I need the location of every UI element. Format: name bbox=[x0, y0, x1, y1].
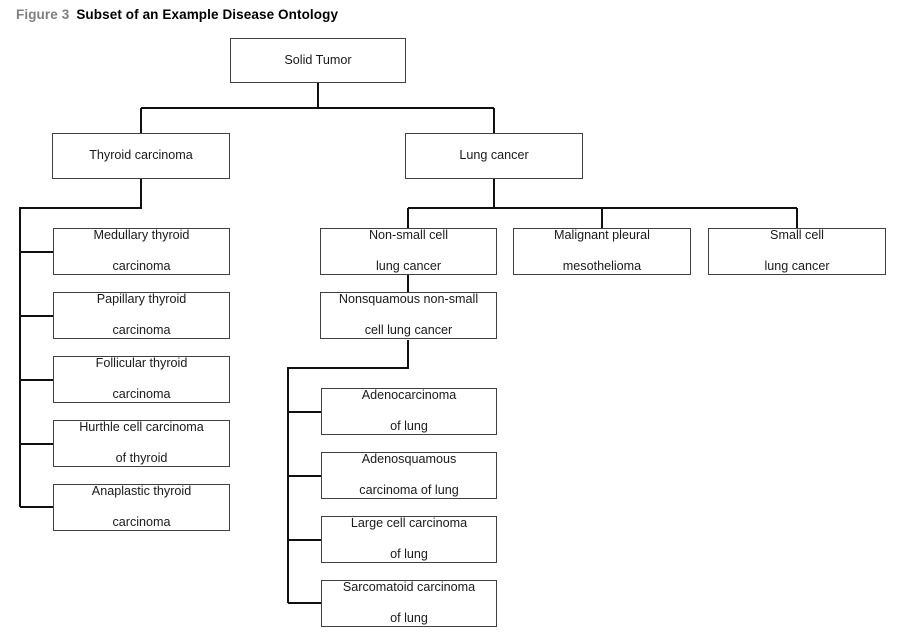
node-follicular-thyroid-carcinoma[interactable]: Follicular thyroid carcinoma bbox=[53, 356, 230, 403]
node-anaplastic-thyroid-carcinoma[interactable]: Anaplastic thyroid carcinoma bbox=[53, 484, 230, 531]
node-label-line2: lung cancer bbox=[375, 259, 442, 274]
figure-caption: Figure 3 Subset of an Example Disease Ont… bbox=[16, 7, 338, 23]
node-label-line2: carcinoma of lung bbox=[359, 483, 459, 498]
node-label: Adenosquamous carcinoma of lung bbox=[359, 452, 458, 499]
node-label: Small cell lung cancer bbox=[764, 228, 829, 275]
node-thyroid-carcinoma[interactable]: Thyroid carcinoma bbox=[52, 133, 230, 179]
node-label-line2: of thyroid bbox=[115, 451, 168, 466]
node-papillary-thyroid-carcinoma[interactable]: Papillary thyroid carcinoma bbox=[53, 292, 230, 339]
node-sarcomatoid-carcinoma-of-lung[interactable]: Sarcomatoid carcinoma of lung bbox=[321, 580, 497, 627]
node-adenosquamous-carcinoma-of-lung[interactable]: Adenosquamous carcinoma of lung bbox=[321, 452, 497, 499]
node-label: Thyroid carcinoma bbox=[89, 148, 193, 163]
node-label: Hurthle cell carcinoma of thyroid bbox=[79, 420, 204, 467]
node-label-line2: carcinoma bbox=[112, 515, 171, 530]
node-label-line1: Non-small cell bbox=[368, 228, 449, 243]
node-label-line1: Anaplastic thyroid bbox=[91, 484, 192, 499]
node-label-line1: Papillary thyroid bbox=[96, 292, 187, 307]
node-label: Anaplastic thyroid carcinoma bbox=[92, 484, 191, 531]
figure-label: Figure 3 bbox=[16, 7, 70, 22]
node-label-line1: Nonsquamous non-small bbox=[338, 292, 479, 307]
node-small-cell-lung-cancer[interactable]: Small cell lung cancer bbox=[708, 228, 886, 275]
node-label-line1: Large cell carcinoma bbox=[350, 516, 468, 531]
node-large-cell-carcinoma-of-lung[interactable]: Large cell carcinoma of lung bbox=[321, 516, 497, 563]
node-hurthle-cell-carcinoma-of-thyroid[interactable]: Hurthle cell carcinoma of thyroid bbox=[53, 420, 230, 467]
node-label-line1: Adenocarcinoma bbox=[361, 388, 457, 403]
node-non-small-cell-lung-cancer[interactable]: Non-small cell lung cancer bbox=[320, 228, 497, 275]
node-label-line2: carcinoma bbox=[112, 387, 171, 402]
node-label-line1: Hurthle cell carcinoma bbox=[79, 420, 204, 435]
node-label: Follicular thyroid carcinoma bbox=[96, 356, 188, 403]
node-label: Non-small cell lung cancer bbox=[369, 228, 448, 275]
node-label-line2: carcinoma bbox=[112, 259, 171, 274]
node-label-line1: Sarcomatoid carcinoma bbox=[342, 580, 476, 595]
node-label: Lung cancer bbox=[459, 148, 529, 163]
node-label-line2: cell lung cancer bbox=[364, 323, 453, 338]
node-medullary-thyroid-carcinoma[interactable]: Medullary thyroid carcinoma bbox=[53, 228, 230, 275]
node-malignant-pleural-mesothelioma[interactable]: Malignant pleural mesothelioma bbox=[513, 228, 691, 275]
node-label: Malignant pleural mesothelioma bbox=[554, 228, 650, 275]
node-label-line2: of lung bbox=[390, 419, 428, 434]
node-label: Large cell carcinoma of lung bbox=[351, 516, 467, 563]
node-label-line1: Adenosquamous bbox=[361, 452, 457, 467]
node-nonsquamous-non-small-cell-lung-cancer[interactable]: Nonsquamous non-small cell lung cancer bbox=[320, 292, 497, 339]
node-label-line2: mesothelioma bbox=[562, 259, 642, 274]
node-label: Adenocarcinoma of lung bbox=[362, 388, 457, 435]
figure-title: Subset of an Example Disease Ontology bbox=[76, 7, 339, 22]
node-label: Papillary thyroid carcinoma bbox=[97, 292, 187, 339]
node-label: Sarcomatoid carcinoma of lung bbox=[343, 580, 475, 627]
node-label-line2: carcinoma bbox=[112, 323, 171, 338]
node-label: Medullary thyroid carcinoma bbox=[94, 228, 190, 275]
node-label-line1: Small cell bbox=[770, 228, 824, 243]
node-label: Solid Tumor bbox=[284, 52, 352, 67]
node-label-line1: Follicular thyroid bbox=[95, 356, 188, 371]
node-adenocarcinoma-of-lung[interactable]: Adenocarcinoma of lung bbox=[321, 388, 497, 435]
node-label-line2: of lung bbox=[390, 547, 428, 562]
node-label: Nonsquamous non-small cell lung cancer bbox=[339, 292, 478, 339]
node-lung-cancer[interactable]: Lung cancer bbox=[405, 133, 583, 179]
node-label-line1: Medullary thyroid bbox=[93, 228, 190, 243]
node-solid-tumor[interactable]: Solid Tumor bbox=[230, 38, 406, 83]
node-label-line2: of lung bbox=[390, 611, 428, 626]
node-label-line2: lung cancer bbox=[764, 259, 830, 274]
node-label-line1: Malignant pleural bbox=[554, 228, 650, 243]
